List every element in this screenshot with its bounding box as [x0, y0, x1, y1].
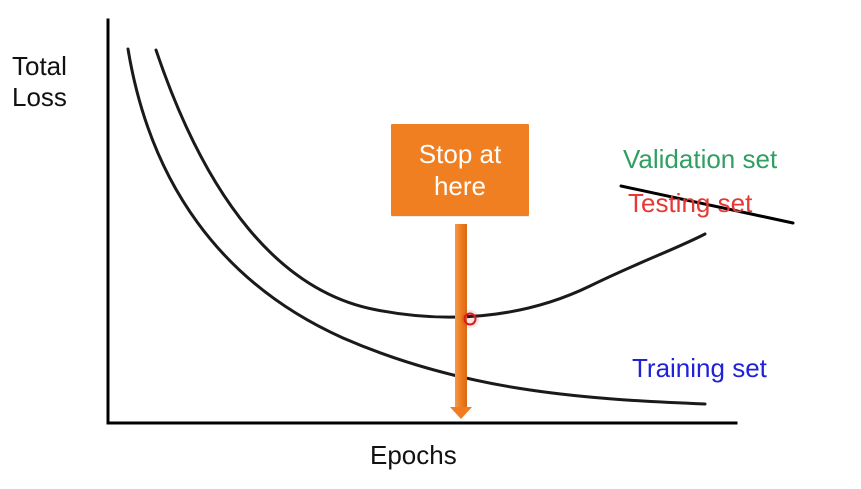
- training-label: Training set: [632, 353, 767, 383]
- stop-arrow-shaft: [455, 224, 467, 412]
- stop-box: Stop at here: [391, 124, 529, 216]
- cursor-glow-icon: [461, 310, 479, 328]
- testing-label: Testing set: [628, 188, 753, 218]
- validation-label: Validation set: [623, 144, 778, 174]
- training-curve: [126, 47, 707, 406]
- x-axis-label: Epochs: [370, 440, 457, 470]
- stop-box-line-2: here: [433, 171, 487, 201]
- cursor-ring-icon: [463, 312, 477, 326]
- y-axis-label: Total Loss: [12, 51, 92, 113]
- y-axis-label-line-1: Total: [12, 51, 67, 81]
- strike-line: [619, 184, 795, 225]
- stop-box-line-1: Stop at: [418, 138, 502, 169]
- y-axis-label-line-2: Loss: [12, 82, 67, 113]
- validation-curve: [154, 48, 707, 319]
- stop-arrow-head: [450, 407, 472, 419]
